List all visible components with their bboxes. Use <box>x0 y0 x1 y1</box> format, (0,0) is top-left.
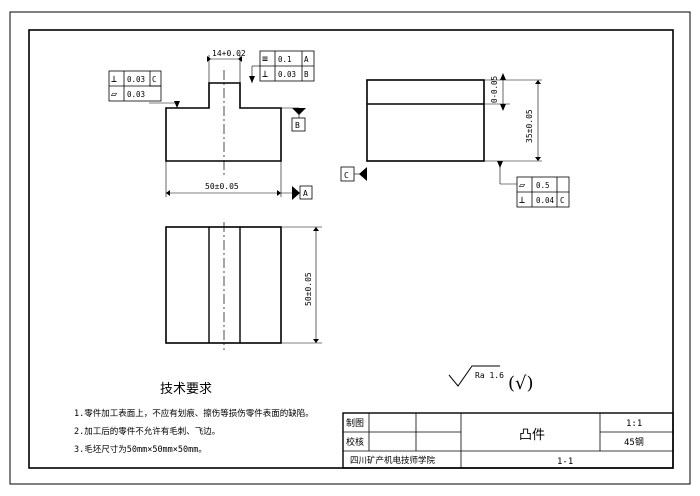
base-dim-text: 50±0.05 <box>205 182 239 191</box>
left-fcf-arrow <box>174 101 180 108</box>
datum-b-label: B <box>295 121 300 130</box>
roughness-value: Ra 1.6 <box>475 371 504 380</box>
top-sym-value: 0.1 <box>278 55 292 64</box>
notes-item-3: 3.毛坯尺寸为50mm×50mm×50mm。 <box>74 444 207 455</box>
datum-a-label: A <box>303 189 308 198</box>
side-view <box>359 79 542 185</box>
slot-dim-text: 14+0.02 <box>212 49 246 58</box>
drawing-number: 1-1 <box>557 457 573 467</box>
front-view-outline <box>165 82 282 162</box>
top-perp-datum: B <box>304 70 309 79</box>
side-height-arrow-bottom <box>535 157 541 161</box>
top-sym-symbol: ≡ <box>262 54 268 65</box>
top-fcf-arrow <box>249 76 255 83</box>
notes-item-1: 1.零件加工表面上，不应有划痕、擦伤等损伤零件表面的缺陷。 <box>74 408 314 419</box>
base-arrow-left <box>166 190 170 196</box>
scale-value: 1:1 <box>626 419 642 429</box>
left-flat-symbol: ▱ <box>111 89 117 100</box>
left-perp-value: 0.03 <box>127 75 145 84</box>
plan-view <box>165 222 322 350</box>
material-value: 45钢 <box>624 436 644 448</box>
side-height-arrow-top <box>535 80 541 84</box>
title-block <box>342 412 674 469</box>
side-top-dim-text: 0-0.05 <box>490 76 499 103</box>
plan-dim-text: 50±0.05 <box>304 272 313 306</box>
right-flat-value: 0.5 <box>536 181 550 190</box>
side-top-arrow-up <box>500 73 506 80</box>
right-flat-symbol: ▱ <box>519 180 525 191</box>
top-fcf <box>259 50 315 82</box>
datum-a-triangle <box>292 186 300 200</box>
notes-item-2: 2.加工后的零件不允许有毛刺、飞边。 <box>74 426 220 437</box>
datum-b-box <box>291 117 306 132</box>
left-perp-symbol: ⊥ <box>111 74 117 85</box>
inner-frame <box>28 29 674 469</box>
plan-arrow-top <box>313 227 319 231</box>
top-perp-value: 0.03 <box>278 70 296 79</box>
left-perp-datum: C <box>152 75 157 84</box>
slot-arrow-right <box>238 56 242 62</box>
school-name: 四川矿产机电技师学院 <box>350 455 436 466</box>
roughness-other: (√) <box>508 373 534 394</box>
slot-arrow-left <box>207 56 211 62</box>
datum-c-label: C <box>344 171 349 180</box>
top-sym-datum: A <box>304 55 309 64</box>
right-fcf-arrow <box>497 161 503 168</box>
notes-title: 技术要求 <box>160 382 212 397</box>
part-name: 凸件 <box>519 428 545 443</box>
outer-border <box>9 11 691 485</box>
plan-view-outline <box>165 226 282 344</box>
drawn-label: 制图 <box>346 417 364 429</box>
roughness-symbol <box>448 365 500 387</box>
checked-label: 校核 <box>346 436 364 448</box>
side-view-outline <box>366 79 485 162</box>
datum-c-triangle <box>359 167 367 181</box>
left-fcf <box>108 70 162 102</box>
right-perp-value: 0.04 <box>536 196 555 205</box>
right-perp-datum: C <box>560 196 565 205</box>
right-fcf <box>516 176 570 208</box>
side-height-dim-text: 35±0.05 <box>525 109 534 143</box>
datum-b-triangle <box>292 108 306 115</box>
base-arrow-right <box>277 190 281 196</box>
plan-arrow-bottom <box>313 339 319 343</box>
top-perp-symbol: ⊥ <box>262 69 268 80</box>
side-top-arrow-down <box>500 104 506 111</box>
left-flat-value: 0.03 <box>127 90 145 99</box>
datum-a-box <box>299 185 313 200</box>
right-perp-symbol: ⊥ <box>519 195 525 206</box>
